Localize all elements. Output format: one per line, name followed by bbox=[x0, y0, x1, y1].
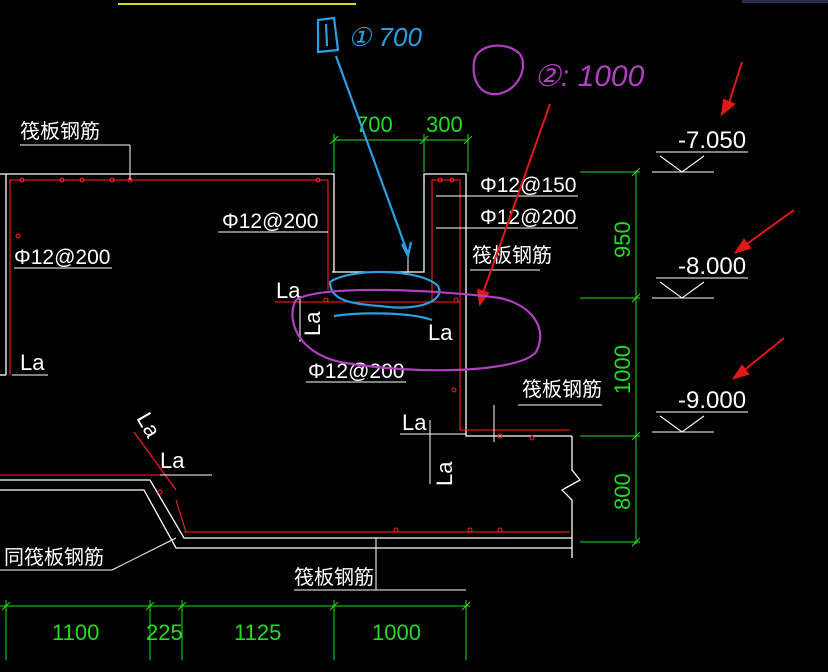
label-raft-rebar-right: 筏板钢筋 bbox=[522, 378, 602, 401]
label-raft-rebar-bottom: 筏板钢筋 bbox=[294, 566, 374, 589]
la-label-slope: La bbox=[160, 448, 185, 473]
blue-annotation-marks bbox=[316, 16, 441, 322]
rebar-lines bbox=[0, 179, 570, 533]
rebar-spec-pit-right-2: Φ12@200 bbox=[480, 206, 576, 229]
dim-1000-bottom: 1000 bbox=[372, 620, 421, 645]
rebar-spec-pit-right-1: Φ12@150 bbox=[480, 174, 576, 197]
rebar-dots bbox=[15, 177, 535, 533]
red-arrows bbox=[476, 61, 795, 380]
purple-annotation-marks bbox=[291, 44, 542, 372]
leader-lines bbox=[0, 144, 602, 591]
top-right-bar bbox=[742, 0, 828, 3]
label-raft-rebar-top: 筏板钢筋 bbox=[20, 120, 100, 143]
dim-1125: 1125 bbox=[234, 620, 281, 645]
la-label-left-wall: La bbox=[20, 350, 45, 375]
la-label-pit-right: La bbox=[402, 410, 427, 435]
dimension-lines bbox=[0, 134, 641, 660]
label-same-raft-rebar: 同筏板钢筋 bbox=[4, 546, 104, 569]
blue-annotation-text: ① 700 bbox=[348, 22, 422, 52]
elevation-markers bbox=[652, 151, 748, 433]
dim-800: 800 bbox=[610, 473, 635, 510]
rebar-spec-left-vertical: Φ12@200 bbox=[14, 246, 110, 269]
elevation-minus-9000: -9.000 bbox=[678, 387, 746, 414]
dim-300: 300 bbox=[426, 112, 463, 137]
elevation-minus-7050: -7.050 bbox=[678, 127, 746, 154]
la-label-rotated: La bbox=[132, 408, 166, 442]
dim-700: 700 bbox=[356, 112, 393, 137]
rebar-spec-pit-bottom: Φ12@200 bbox=[308, 360, 404, 383]
rebar-spec-top-left: Φ12@200 bbox=[222, 210, 318, 233]
structure-outline bbox=[0, 173, 581, 558]
dim-950: 950 bbox=[610, 221, 635, 258]
la-label-vertical-right: La bbox=[432, 461, 457, 486]
label-raft-rebar-pit: 筏板钢筋 bbox=[472, 244, 552, 267]
elevation-minus-8000: -8.000 bbox=[678, 253, 746, 280]
dim-1100: 1100 bbox=[52, 620, 99, 645]
dim-225: 225 bbox=[146, 620, 183, 645]
purple-annotation-text: ②: 1000 bbox=[534, 60, 645, 93]
dim-1000-vertical: 1000 bbox=[610, 345, 635, 394]
la-label-pit-inner: La bbox=[428, 320, 453, 345]
la-label-vertical-left: La bbox=[300, 311, 325, 336]
